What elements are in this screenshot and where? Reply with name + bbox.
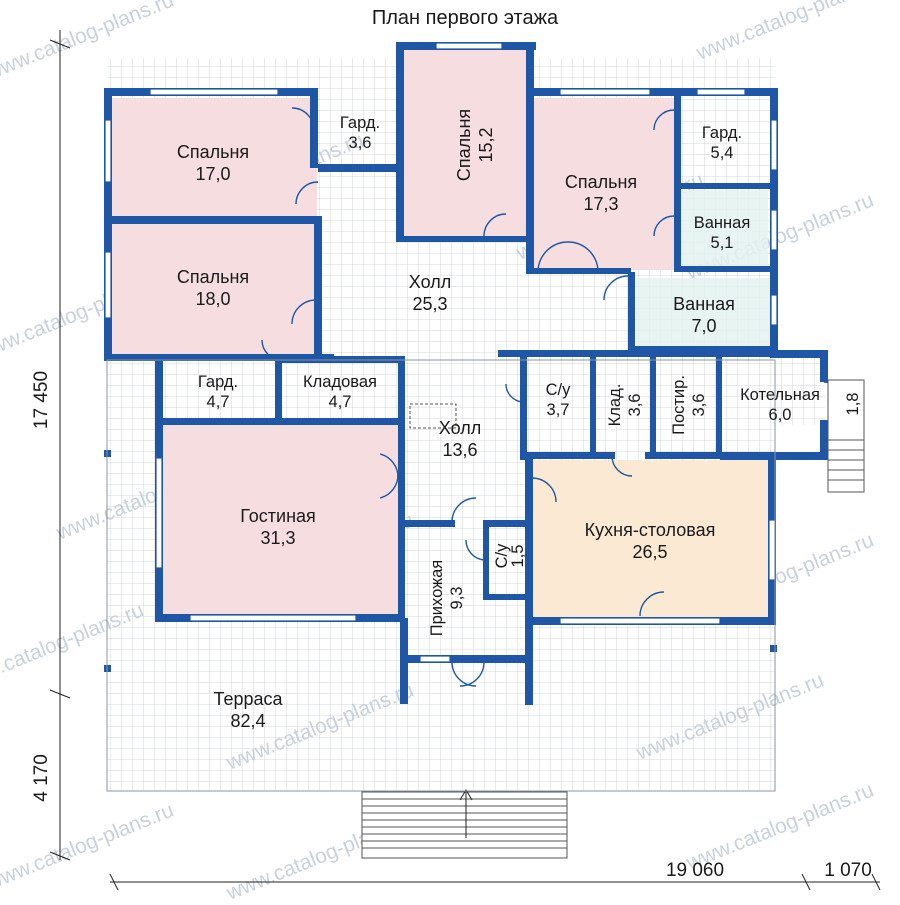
room-label-laundry: Постир.3,6 xyxy=(670,375,708,435)
bedroom-1-floor xyxy=(112,98,317,218)
room-name: Кухня-столовая xyxy=(585,520,716,540)
room-area: 13,6 xyxy=(442,440,477,460)
bedroom-3-floor xyxy=(531,98,674,270)
room-name: Прихожая xyxy=(428,560,446,636)
room-name: Холл xyxy=(409,272,451,292)
room-area: 25,3 xyxy=(412,294,447,314)
room-label-wardrobe-1: Гард. 3,6 xyxy=(340,114,380,152)
room-name: Гостиная xyxy=(240,506,316,526)
room-area: 4,7 xyxy=(207,393,230,411)
bathroom-2-floor xyxy=(636,278,772,348)
terrace-outline xyxy=(106,359,776,792)
room-area: 15,2 xyxy=(476,127,496,162)
room-name: Ванная xyxy=(673,294,735,314)
room-area: 7,0 xyxy=(691,316,716,336)
room-label-pantry: Кладовая 4,7 xyxy=(303,373,377,411)
windows xyxy=(104,42,778,663)
dimension-width-main: 19 060 xyxy=(666,860,724,881)
room-area: 1,5 xyxy=(509,545,527,568)
room-area: 3,6 xyxy=(349,134,372,152)
room-area: 3,6 xyxy=(626,394,644,417)
room-area: 9,3 xyxy=(448,587,466,610)
room-area: 82,4 xyxy=(230,711,265,731)
tiled-floor-porch xyxy=(775,355,825,425)
kitchen-floor xyxy=(529,460,772,620)
room-name: Холл xyxy=(439,418,481,438)
living-floor xyxy=(162,424,398,616)
room-area: 5,1 xyxy=(711,234,734,252)
room-name: Гард. xyxy=(702,124,742,142)
room-area: 3,6 xyxy=(690,394,708,417)
dimension-porch-step: 1,8 xyxy=(844,393,862,416)
room-name: Спальня xyxy=(565,172,637,192)
room-name: Спальня xyxy=(177,142,249,162)
plan-title: План первого этажа xyxy=(372,7,559,29)
room-name: Постир. xyxy=(670,375,688,435)
room-area: 31,3 xyxy=(260,528,295,548)
room-label-boiler: Котельная 6,0 xyxy=(740,386,820,424)
room-name: Гард. xyxy=(198,373,238,391)
room-name: Кладовая xyxy=(303,373,377,391)
room-area: 17,0 xyxy=(195,164,230,184)
room-name: С/у xyxy=(546,381,572,399)
room-label-wc-2: С/у1,5 xyxy=(493,543,527,569)
watermark: www.catalog-plans.ru xyxy=(692,0,887,65)
room-area: 18,0 xyxy=(195,289,230,309)
room-area: 5,4 xyxy=(711,144,734,162)
room-name: Клад. xyxy=(606,384,624,427)
room-name: Ванная xyxy=(694,214,751,232)
room-name: Терраса xyxy=(213,689,283,709)
room-label-storage: Клад.3,6 xyxy=(606,384,644,427)
room-name: Гард. xyxy=(340,114,380,132)
room-area: 26,5 xyxy=(632,542,667,562)
attic-hatch xyxy=(409,403,457,429)
room-area: 4,7 xyxy=(329,393,352,411)
room-label-wc-1: С/у 3,7 xyxy=(546,381,572,419)
bedroom-2-floor xyxy=(404,50,526,236)
room-name: Спальня xyxy=(177,267,249,287)
room-label-bathroom-1: Ванная 5,1 xyxy=(694,214,751,252)
room-name: С/у xyxy=(493,543,511,569)
dimension-height-terrace: 4 170 xyxy=(31,754,52,802)
room-area: 3,7 xyxy=(547,401,570,419)
dimension-width-porch: 1 070 xyxy=(824,860,872,881)
dimension-height-main: 17 450 xyxy=(31,371,52,429)
dimension-lines xyxy=(49,30,881,891)
room-area: 17,3 xyxy=(583,194,618,214)
stairs xyxy=(361,379,865,859)
bathroom-1-floor xyxy=(678,190,768,268)
bedroom-4-floor xyxy=(112,224,317,354)
room-label-wardrobe-2: Гард. 5,4 xyxy=(702,124,742,162)
room-label-wardrobe-3: Гард. 4,7 xyxy=(198,373,238,411)
room-area: 6,0 xyxy=(769,406,792,424)
watermark: www.catalog-plans.ru xyxy=(0,799,177,895)
room-name: Котельная xyxy=(740,386,820,404)
room-name: Спальня xyxy=(454,109,474,181)
